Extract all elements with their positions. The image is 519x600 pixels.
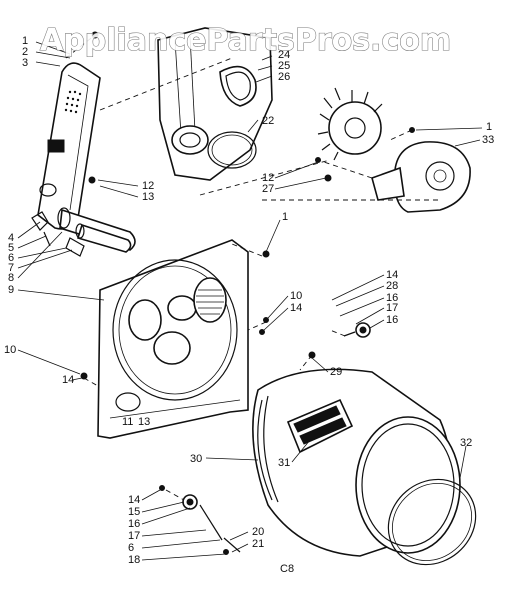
callout-12-mid: 12 <box>262 172 274 184</box>
seal-ring-part <box>207 131 257 169</box>
callout-26: 26 <box>278 71 290 83</box>
callout-13a: 13 <box>138 416 150 428</box>
drum-seal-part <box>387 478 477 566</box>
exhaust-duct-part <box>37 62 101 230</box>
callout-8: 8 <box>8 272 14 284</box>
callout-1-fan: 1 <box>486 121 492 133</box>
callout-5: 5 <box>8 242 14 254</box>
callout-18-bottom: 18 <box>128 554 140 566</box>
callout-10-mid: 10 <box>290 290 302 302</box>
callout-16-bottom: 16 <box>128 518 140 530</box>
callout-14-bottom: 14 <box>128 494 140 506</box>
callout-22: 22 <box>262 115 274 127</box>
callout-25: 25 <box>278 60 290 72</box>
callout-20: 20 <box>252 526 264 538</box>
callout-6-bottom: 6 <box>128 542 134 554</box>
leader-lines <box>17 41 483 561</box>
callout-11a: 11 <box>122 416 133 428</box>
callout-13-left: 13 <box>142 191 154 203</box>
exhaust-pipe-part <box>57 207 136 253</box>
diagram-code: C8 <box>280 563 294 575</box>
callout-2-top: 2 <box>22 46 28 58</box>
callout-17-bottom: 17 <box>128 530 140 542</box>
drum-part <box>252 368 461 557</box>
callout-14-left: 14 <box>62 374 74 386</box>
callout-10-left: 10 <box>4 344 16 356</box>
blower-housing-part <box>371 141 471 213</box>
callout-1-panel: 1 <box>282 211 288 223</box>
callout-6: 6 <box>8 252 14 264</box>
callout-28: 28 <box>386 280 398 292</box>
callout-7: 7 <box>8 262 14 274</box>
callout-16-right-b: 16 <box>386 314 398 326</box>
front-bulkhead-panel <box>97 239 249 439</box>
drum-roller-part <box>343 322 371 338</box>
callout-3-top: 3 <box>22 57 28 69</box>
callout-29: 29 <box>330 366 342 378</box>
callout-15-bottom: 15 <box>128 506 140 518</box>
callout-33: 33 <box>482 134 494 146</box>
callout-30: 30 <box>190 453 202 465</box>
blower-wheel-part <box>317 87 383 161</box>
callout-21: 21 <box>252 538 264 550</box>
callout-4: 4 <box>8 232 14 244</box>
callout-14-right: 14 <box>386 269 398 281</box>
callout-12-left: 12 <box>142 180 154 192</box>
bottom-roller-part <box>182 494 241 553</box>
callout-31: 31 <box>278 457 290 469</box>
bracket-parts <box>31 211 85 257</box>
callout-32: 32 <box>460 437 472 449</box>
rear-housing-part <box>157 27 273 181</box>
callout-9: 9 <box>8 284 14 296</box>
callout-14-mid: 14 <box>290 302 302 314</box>
callout-27: 27 <box>262 183 274 195</box>
callout-24: 24 <box>278 49 290 61</box>
watermark-text: AppliancePartsPros.com <box>40 23 451 58</box>
callout-1-top: 1 <box>22 35 28 47</box>
callout-16-right-a: 16 <box>386 292 398 304</box>
callout-17-right: 17 <box>386 302 398 314</box>
